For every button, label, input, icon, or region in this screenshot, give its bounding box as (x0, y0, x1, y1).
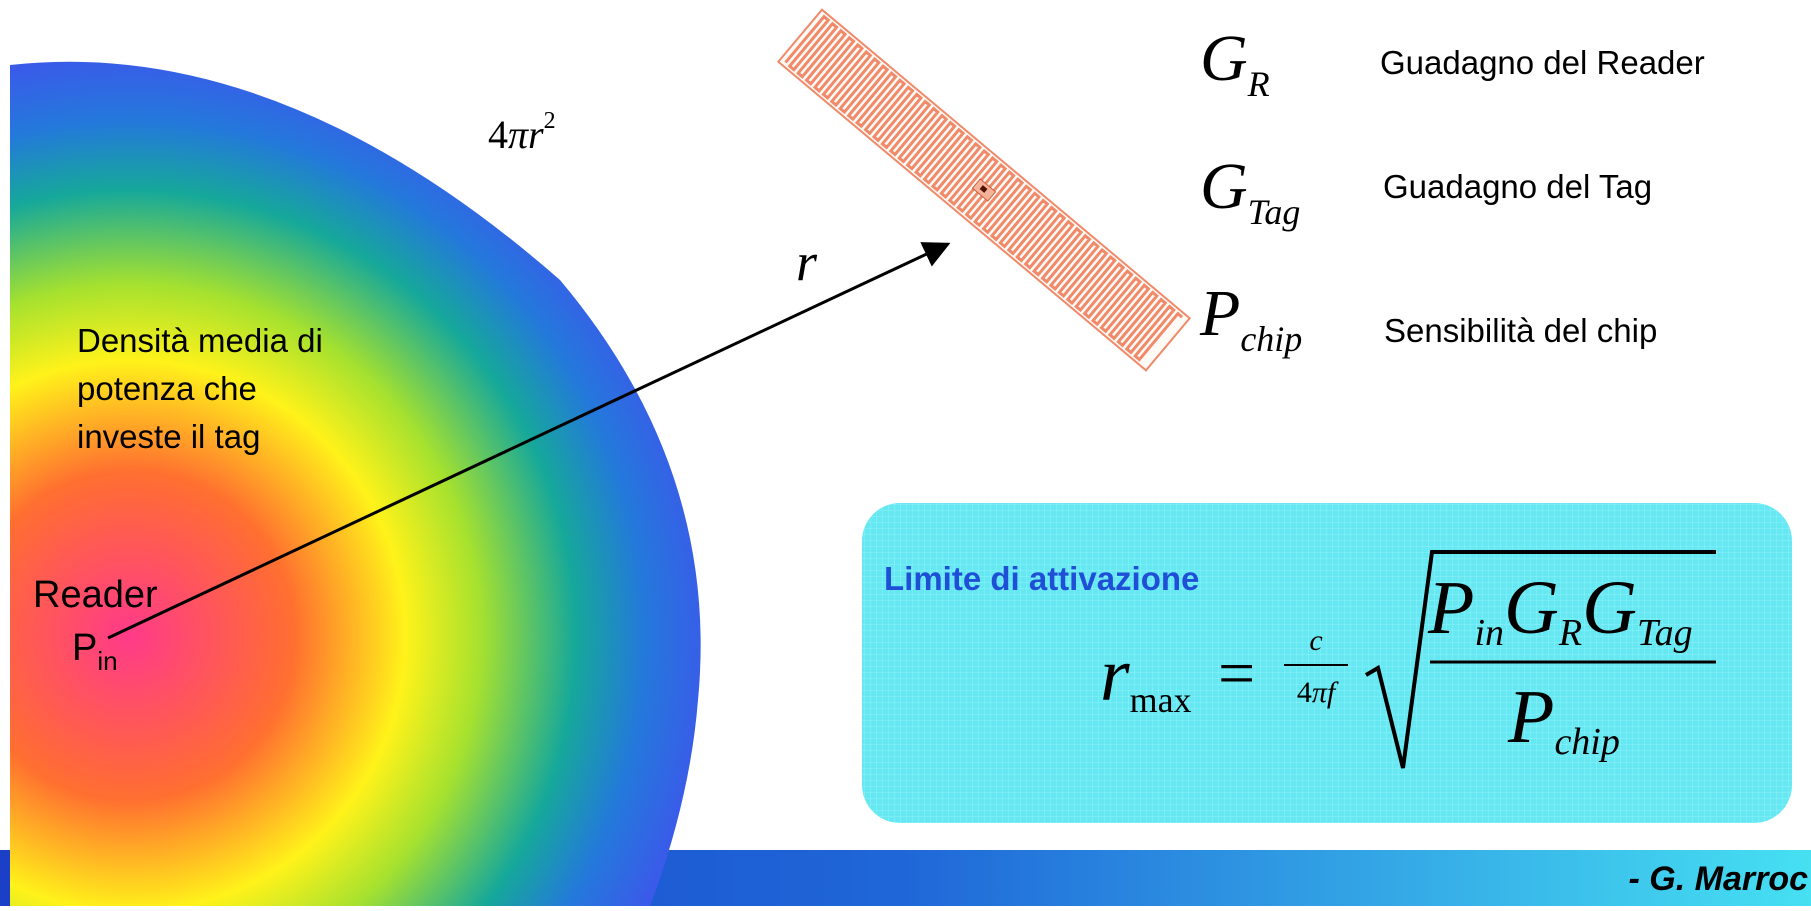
legend-symbol-gr: GR (1200, 22, 1270, 104)
legend-symbol-pchip: Pchip (1199, 277, 1302, 359)
radius-label: r (796, 232, 818, 292)
fraction-numerator: c (1309, 624, 1322, 657)
density-line-1: Densità media di (77, 322, 323, 359)
activation-title: Limite di attivazione (884, 560, 1199, 597)
reader-power: Pin (72, 627, 118, 676)
chip-icon (979, 185, 988, 193)
radius-arrow (107, 242, 951, 640)
activation-box (862, 503, 1792, 823)
footer-author: - G. Marroc (1629, 860, 1809, 898)
legend-desc-pchip: Sensibilità del chip (1384, 312, 1657, 349)
density-line-2: potenza che (77, 370, 257, 407)
sqrt-denominator: Pchip (1507, 675, 1620, 763)
rfid-tag-antenna (776, 8, 1192, 372)
formula-equals: = (1218, 637, 1255, 710)
activation-formula: Limite di attivazione rmax = c 4πf PinGR… (884, 550, 1716, 769)
legend-desc-gr: Guadagno del Reader (1380, 44, 1705, 81)
fraction-denominator: 4πf (1297, 676, 1339, 709)
sqrt-numerator: PinGRGTag (1427, 566, 1693, 654)
legend-desc-gtag: Guadagno del Tag (1383, 168, 1652, 205)
sqrt-sign (1364, 550, 1716, 769)
legend-symbol-gtag: GTag (1200, 150, 1300, 232)
legend: GR Guadagno del Reader GTag Guadagno del… (1199, 22, 1705, 359)
meander-trace (784, 14, 1184, 362)
density-line-3: investe il tag (77, 418, 260, 455)
radiation-field (10, 61, 701, 906)
reader-label: Reader (33, 574, 158, 616)
formula-lhs: rmax (1100, 633, 1192, 720)
area-formula: 4πr2 (488, 108, 556, 157)
